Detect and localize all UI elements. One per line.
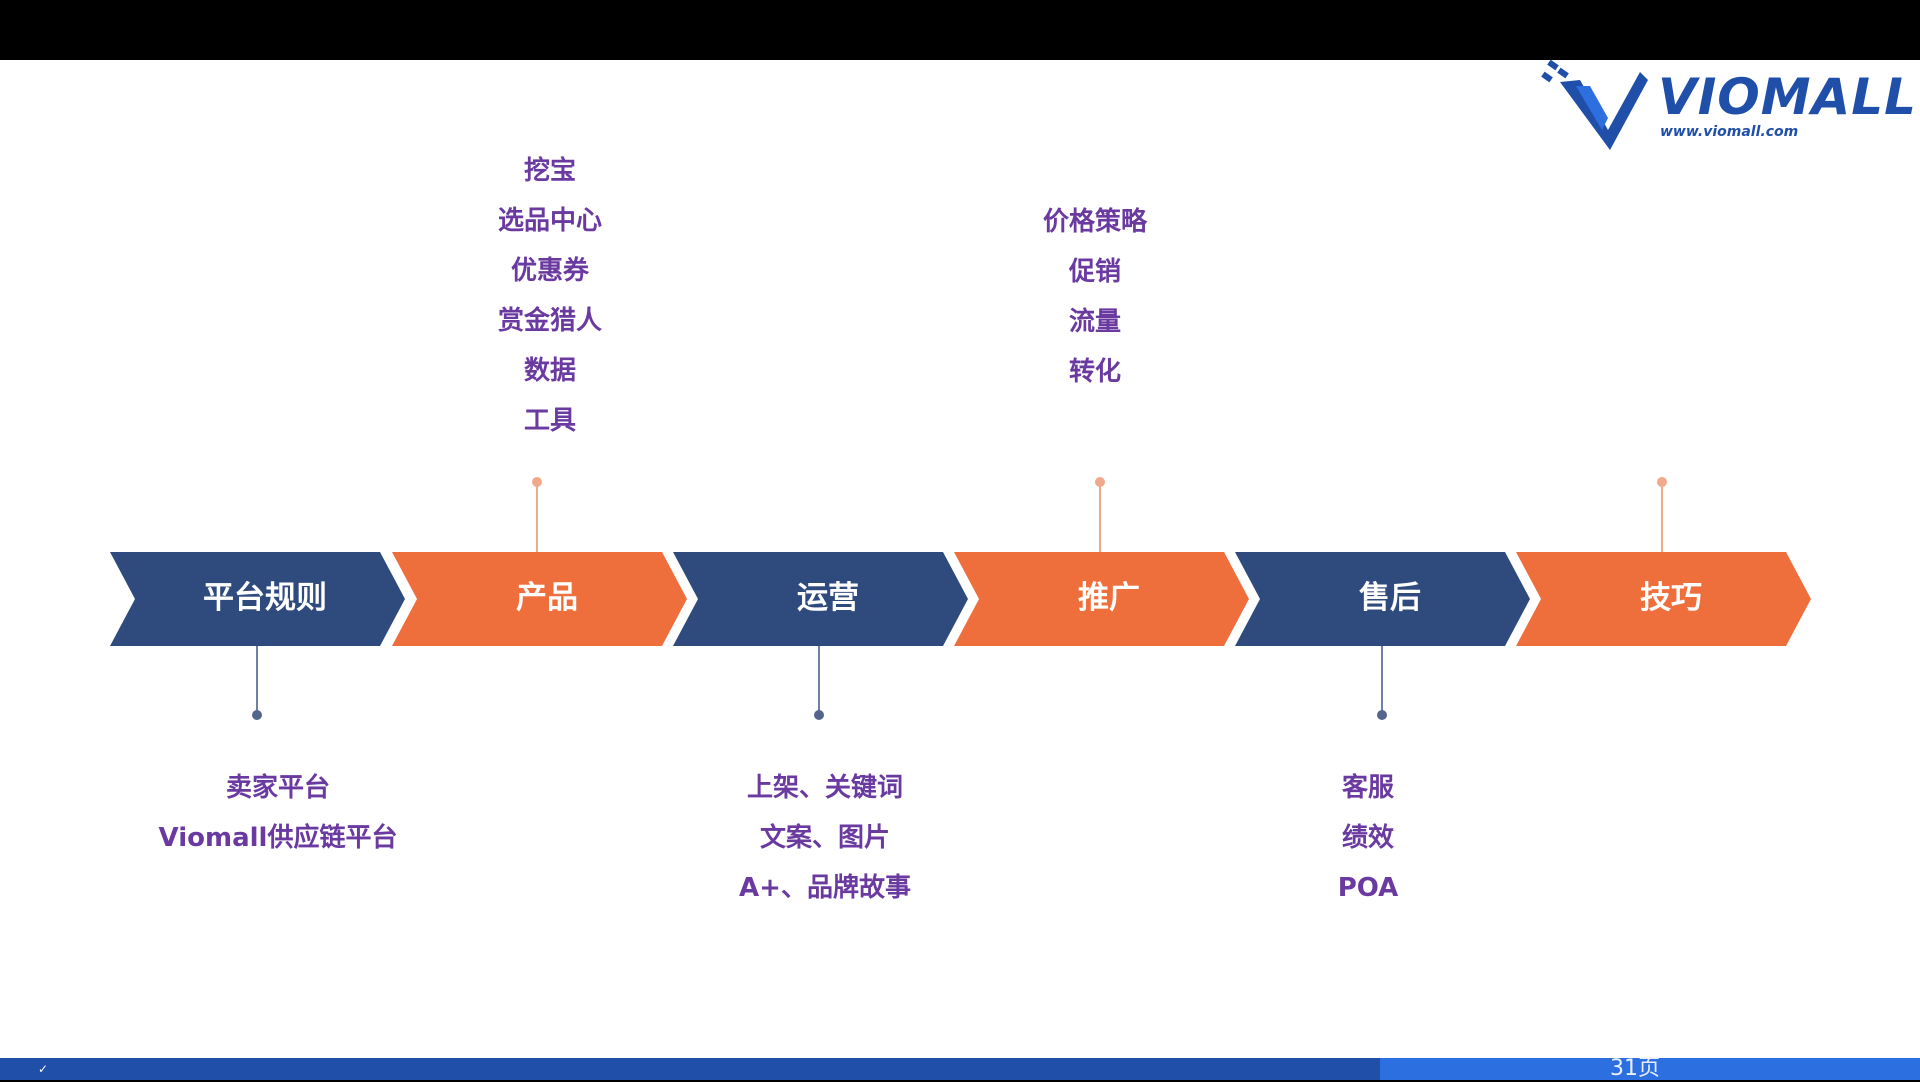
note-item: 工具 — [523, 406, 576, 436]
connector-dot-product — [532, 477, 542, 487]
stage-label-promotion: 推广 — [1078, 580, 1140, 616]
top-black-bar — [0, 0, 1920, 60]
bottom-bar-highlight — [1380, 1058, 1920, 1080]
notes-platform-rules: 卖家平台 Viomall供应链平台 — [118, 763, 438, 863]
connector-dot-platform-rules — [252, 710, 262, 720]
note-item: 价格策略 — [1042, 207, 1147, 237]
note-item: 转化 — [1068, 357, 1121, 387]
note-item: 赏金猎人 — [497, 306, 602, 336]
notes-after-sales: 客服 绩效 POA — [1258, 763, 1478, 913]
note-item: 上架、关键词 — [746, 773, 903, 803]
note-item: 促销 — [1068, 257, 1121, 287]
note-item: 选品中心 — [497, 206, 602, 236]
logo-wordmark: VIOMALL — [1658, 68, 1917, 126]
note-item: POA — [1337, 873, 1399, 903]
note-item: 挖宝 — [523, 156, 576, 186]
notes-promotion: 价格策略 促销 流量 转化 — [965, 197, 1225, 397]
note-item: 优惠券 — [510, 256, 589, 286]
connector-dot-promotion — [1095, 477, 1105, 487]
stage-label-tips: 技巧 — [1640, 580, 1702, 616]
stage-chevron-after-sales — [1235, 552, 1530, 646]
stage-chevron-tips — [1516, 552, 1811, 646]
stage-label-product: 产品 — [516, 580, 578, 616]
slide: VIOMALL www.viomall.com 平台规则 产品 运营 推广 售后… — [0, 60, 1920, 1058]
note-item: 数据 — [523, 356, 576, 386]
connector-dot-tips — [1657, 477, 1667, 487]
note-item: Viomall供应链平台 — [158, 823, 398, 853]
note-item: 卖家平台 — [225, 773, 330, 803]
connector-dot-operations — [814, 710, 824, 720]
viomall-logo-mark-icon — [1541, 60, 1648, 150]
stage-chevron-platform-rules — [110, 552, 405, 646]
connector-dot-after-sales — [1377, 710, 1387, 720]
stage-chevron-operations — [673, 552, 968, 646]
timeline-graphic — [110, 477, 1811, 720]
notes-product: 挖宝 选品中心 优惠券 赏金猎人 数据 工具 — [420, 146, 680, 446]
bottom-taskbar: ✓ 31页 — [0, 1056, 1920, 1081]
stage-chevron-product — [392, 552, 687, 646]
page-indicator: 31页 — [1610, 1056, 1660, 1081]
note-item: 文案、图片 — [759, 823, 890, 853]
note-item: 流量 — [1068, 307, 1121, 337]
note-item: 绩效 — [1341, 823, 1394, 853]
notes-operations: 上架、关键词 文案、图片 A+、品牌故事 — [685, 763, 965, 913]
stage-label-operations: 运营 — [797, 580, 859, 616]
viomall-logo: VIOMALL www.viomall.com — [1540, 60, 1916, 160]
note-item: A+、品牌故事 — [739, 873, 911, 903]
logo-url: www.viomall.com — [1660, 124, 1799, 140]
corner-mark-icon: ✓ — [38, 1062, 49, 1076]
stage-label-after-sales: 售后 — [1359, 580, 1421, 616]
note-item: 客服 — [1341, 773, 1394, 803]
stage-label-platform-rules: 平台规则 — [203, 580, 327, 616]
stage-chevron-promotion — [954, 552, 1249, 646]
